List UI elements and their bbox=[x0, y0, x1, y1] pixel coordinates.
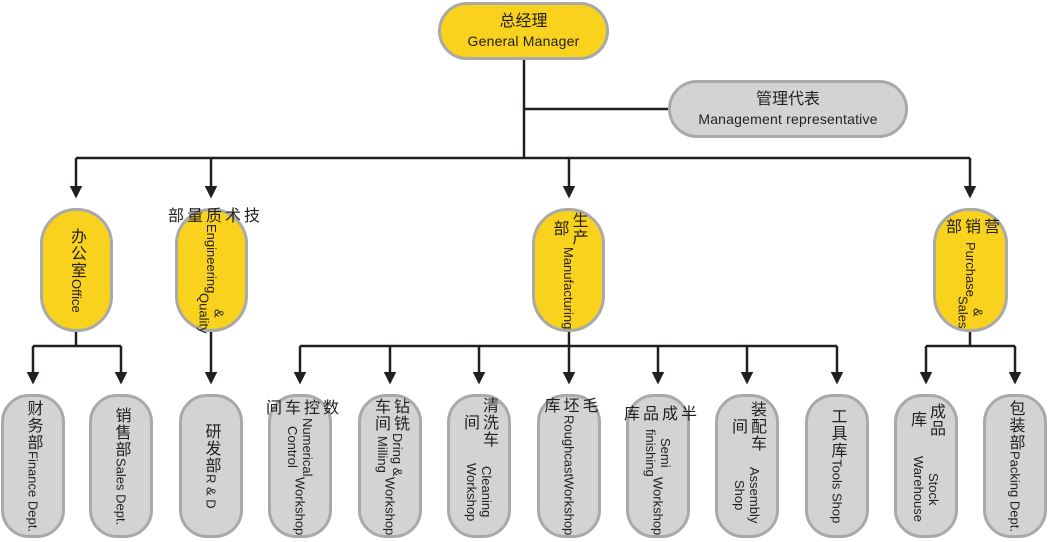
unit-drilling-milling-node: 钻铣车间 Dring & Milling Workshop bbox=[358, 394, 422, 538]
unit-roughcast-node: 毛坯库 Roughcast Workshop bbox=[537, 394, 601, 538]
unit-semi-finishing-node: 半成品库 Semi finishing Workshop bbox=[621, 394, 695, 538]
department-engineering-en-1: Engineering bbox=[204, 223, 219, 293]
unit-sales-dept-zh: 销售部 bbox=[112, 406, 130, 458]
department-manufacturing-zh: 生产部 bbox=[550, 211, 587, 246]
unit-rd-zh: 研发部 bbox=[202, 423, 220, 475]
unit-finance-en-1: Finance Dept. bbox=[25, 451, 41, 532]
unit-sales-dept-node: 销售部 Sales Dept. bbox=[89, 394, 153, 538]
management-representative-node: 管理代表 Management representative bbox=[668, 80, 908, 138]
unit-packing-zh: 包装部 bbox=[1006, 400, 1024, 452]
unit-semi-finishing-en-2: Workshop bbox=[650, 476, 666, 535]
department-engineering-zh: 技术质量部 bbox=[165, 206, 258, 224]
unit-roughcast-en-1: Roughcast bbox=[561, 414, 577, 477]
unit-numerical-control-en-2: Workshop bbox=[292, 476, 308, 535]
department-sales-zh: 营销部 bbox=[943, 217, 998, 235]
unit-semi-finishing-en-1: Semi finishing bbox=[643, 429, 673, 477]
unit-drilling-milling-en-2: Workshop bbox=[382, 476, 398, 535]
unit-assembly-node: 装配车间 Assembly Shop bbox=[715, 394, 779, 538]
unit-numerical-control-zh: 数控车间 bbox=[263, 399, 337, 417]
unit-rd-node: 研发部 R & D bbox=[179, 394, 243, 538]
department-office-zh: 办公室 bbox=[68, 227, 85, 279]
department-sales-node: 营销部 Purchase & Sales bbox=[933, 208, 1008, 332]
department-engineering-node: 技术质量部 Engineering & Quality bbox=[165, 207, 258, 334]
unit-stock-warehouse-en-1: Stock Warehouse bbox=[911, 455, 941, 522]
unit-cleaning-en-1: Cleaning Workshop bbox=[464, 462, 494, 522]
management-representative-zh: 管理代表 bbox=[755, 91, 820, 108]
unit-roughcast-en-2: Workshop bbox=[561, 476, 577, 535]
unit-numerical-control-en-1: Numerical Control bbox=[285, 418, 315, 477]
unit-assembly-zh: 装配车间 bbox=[729, 401, 765, 453]
unit-semi-finishing-zh: 半成品库 bbox=[621, 404, 695, 422]
unit-numerical-control-node: 数控车间 Numerical Control Workshop bbox=[263, 394, 337, 538]
unit-stock-warehouse-node: 成品库 Stock Warehouse bbox=[894, 394, 958, 538]
unit-drilling-milling-en-1: Dring & Milling bbox=[375, 433, 405, 477]
general-manager-en: General Manager bbox=[467, 33, 580, 49]
unit-cleaning-zh: 清洗车间 bbox=[461, 397, 497, 449]
department-manufacturing-node: 生产部 Manufacturing bbox=[532, 208, 605, 332]
management-representative-en: Management representative bbox=[698, 111, 878, 127]
department-office-node: 办公室 Office bbox=[40, 208, 113, 332]
unit-rd-en-1: R & D bbox=[203, 474, 219, 509]
unit-packing-node: 包装部 Packing Dept. bbox=[983, 394, 1047, 538]
unit-tools-en-1: Tools Shop bbox=[829, 459, 845, 524]
unit-roughcast-zh: 毛坯库 bbox=[541, 397, 597, 415]
department-engineering-en-2: & Quality bbox=[196, 292, 227, 334]
general-manager-zh: 总经理 bbox=[499, 13, 548, 30]
unit-sales-dept-en-1: Sales Dept. bbox=[113, 457, 129, 526]
department-manufacturing-en-1: Manufacturing bbox=[561, 246, 576, 329]
unit-finance-node: 财务部 Finance Dept. bbox=[1, 394, 65, 538]
unit-drilling-milling-zh: 钻铣车间 bbox=[372, 397, 408, 432]
unit-tools-zh: 工具库 bbox=[828, 408, 846, 460]
unit-assembly-en-1: Assembly Shop bbox=[732, 467, 762, 524]
unit-stock-warehouse-zh: 成品库 bbox=[908, 402, 944, 437]
department-office-en-1: Office bbox=[69, 278, 84, 313]
general-manager-node: 总经理 General Manager bbox=[438, 2, 609, 60]
department-sales-en-1: Purchase bbox=[963, 241, 978, 297]
department-sales-en-2: & Sales bbox=[955, 296, 986, 330]
unit-tools-node: 工具库 Tools Shop bbox=[805, 394, 869, 538]
unit-cleaning-node: 清洗车间 Cleaning Workshop bbox=[447, 394, 511, 538]
unit-finance-zh: 财务部 bbox=[24, 400, 42, 452]
unit-packing-en-1: Packing Dept. bbox=[1007, 451, 1023, 532]
